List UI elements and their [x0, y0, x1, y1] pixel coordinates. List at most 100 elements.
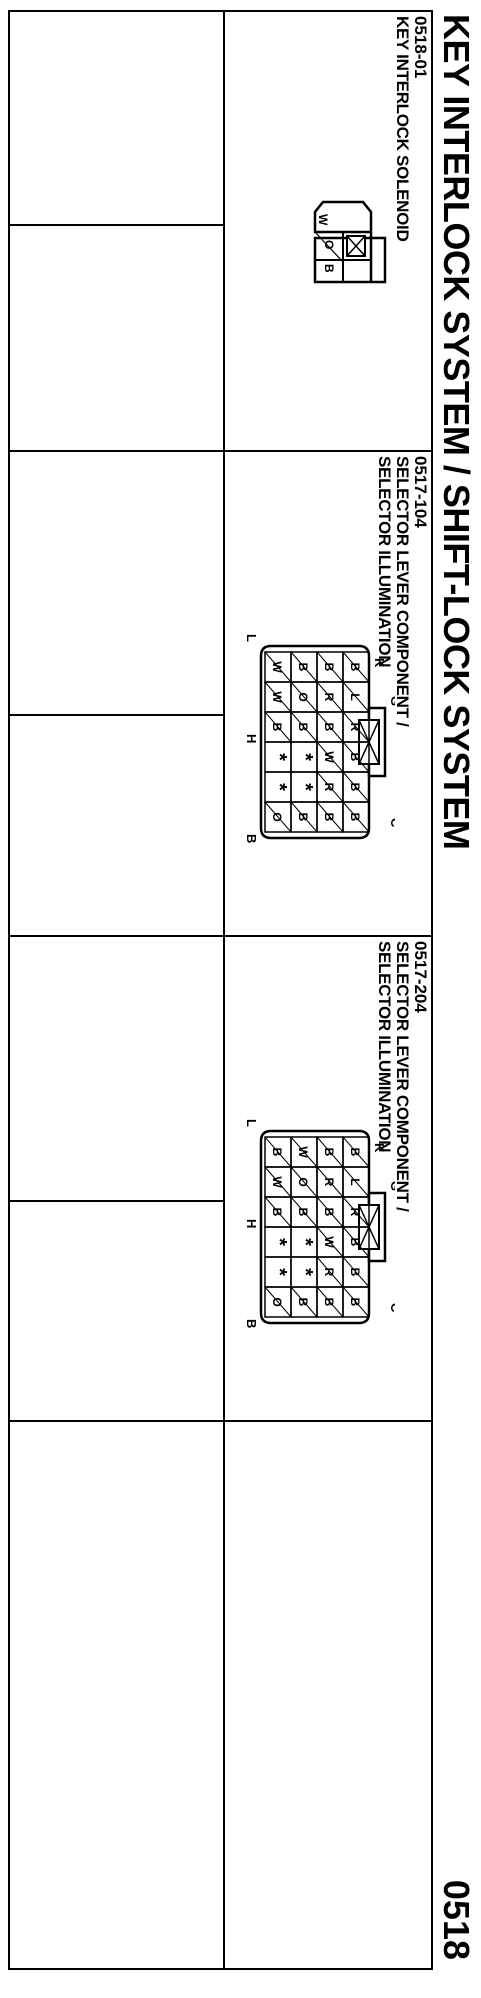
pin-label: *	[294, 753, 316, 761]
pin-label: R	[322, 693, 336, 702]
pin-label: *	[294, 1238, 316, 1246]
pin-label: R	[322, 1178, 336, 1187]
pin-label: B	[348, 1148, 362, 1157]
column-divider	[10, 714, 225, 716]
position-marker: G	[388, 696, 395, 706]
pin-hatch	[316, 801, 344, 833]
pin-hatch	[290, 1286, 318, 1318]
pin-hatch	[290, 681, 318, 713]
connector-diagram: B O W	[313, 200, 387, 284]
pin-label: B	[322, 813, 336, 822]
pin-hatch	[316, 1286, 344, 1318]
pin-label: B	[270, 723, 284, 732]
pin-hatch	[316, 741, 344, 773]
pin-cell	[264, 801, 292, 833]
pin-label: L	[348, 693, 362, 700]
pin-hatch	[316, 1256, 344, 1288]
pin-label: B	[348, 813, 362, 822]
pin-hatch	[316, 771, 344, 803]
pin-label: *	[268, 1238, 290, 1246]
pin-label: B	[296, 1208, 310, 1217]
page-title: KEY INTERLOCK SYSTEM / SHIFT-LOCK SYSTEM	[436, 14, 477, 850]
pin-hatch	[264, 1136, 292, 1168]
pin-label: *	[268, 1268, 290, 1276]
pin-cell	[264, 1286, 292, 1318]
pin-label: B	[348, 663, 362, 672]
position-marker: L	[245, 1119, 259, 1127]
pin-label: B	[348, 1298, 362, 1307]
pin-hatch	[342, 1286, 370, 1318]
pin-label: R	[348, 723, 362, 732]
pin-hatch	[264, 681, 292, 713]
pin-label: *	[294, 783, 316, 791]
pin-label: W	[316, 214, 330, 226]
pin-hatch	[342, 1166, 370, 1198]
connector-code: 0517-204	[411, 941, 430, 1013]
pin-hatch	[264, 801, 292, 833]
connector-code: 0518-01	[411, 16, 430, 79]
pin-hatch	[264, 1196, 292, 1228]
pin-label: W	[270, 661, 284, 673]
column-divider	[10, 1420, 431, 1422]
connector-name: SELECTOR LEVER COMPONENT /	[393, 941, 412, 1212]
pin-hatch	[316, 1166, 344, 1198]
position-marker: K	[372, 658, 387, 668]
pin-label: W	[322, 1236, 336, 1248]
pin-hatch	[290, 1166, 318, 1198]
pin-label: B	[296, 663, 310, 672]
connector-name: SELECTOR LEVER COMPONENT /	[393, 456, 412, 727]
pin-label: B	[322, 1298, 336, 1307]
pin-label: R	[348, 1208, 362, 1217]
pin-label: B	[322, 1148, 336, 1157]
pin-hatch	[290, 801, 318, 833]
position-marker: L	[245, 634, 259, 642]
position-marker: H	[245, 1219, 259, 1228]
pin-label: R	[322, 783, 336, 792]
position-marker: C	[388, 818, 395, 828]
position-marker: K	[372, 1143, 387, 1153]
pin-hatch	[342, 651, 370, 683]
pin-label: R	[322, 1268, 336, 1277]
pin-hatch	[264, 1286, 292, 1318]
pin-hatch	[342, 741, 370, 773]
pin-label: B	[296, 1298, 310, 1307]
pin-hatch	[316, 711, 344, 743]
pin-label: O	[296, 692, 310, 701]
position-marker: B	[245, 834, 259, 843]
pin-label: W	[322, 751, 336, 763]
pin-label: B	[348, 783, 362, 792]
pin-hatch	[316, 1226, 344, 1258]
pin-hatch	[264, 711, 292, 743]
pin-hatch	[342, 1226, 370, 1258]
pin-hatch	[290, 1196, 318, 1228]
position-marker: C	[388, 1303, 395, 1313]
pin-hatch	[316, 681, 344, 713]
pin-hatch	[290, 1136, 318, 1168]
connector-grid: 0518-01 KEY INTERLOCK SOLENOID B O W	[8, 10, 433, 1970]
column-divider	[10, 1200, 225, 1202]
pin-hatch	[290, 711, 318, 743]
pin-hatch	[264, 651, 292, 683]
pin-label: *	[294, 1268, 316, 1276]
pin-hatch	[342, 771, 370, 803]
position-marker: H	[245, 734, 259, 743]
connector-code: 0517-104	[411, 456, 430, 528]
connector-cell-selector-104: 0517-104 SELECTOR LEVER COMPONENT / SELE…	[225, 452, 431, 935]
pin-hatch	[342, 1256, 370, 1288]
pin-label: B	[348, 1238, 362, 1247]
pin-label: O	[322, 240, 336, 249]
pin-label: W	[270, 691, 284, 703]
pin-hatch	[316, 1136, 344, 1168]
position-marker: B	[245, 1319, 259, 1328]
pin-hatch	[290, 651, 318, 683]
pin-hatch	[342, 711, 370, 743]
pin-label: B	[296, 723, 310, 732]
column-divider	[10, 224, 225, 226]
pin-hatch	[264, 1166, 292, 1198]
pin-hatch	[342, 681, 370, 713]
position-marker: G	[388, 1181, 395, 1191]
page-number: 0518	[436, 1879, 477, 1960]
pin-label: B	[322, 723, 336, 732]
